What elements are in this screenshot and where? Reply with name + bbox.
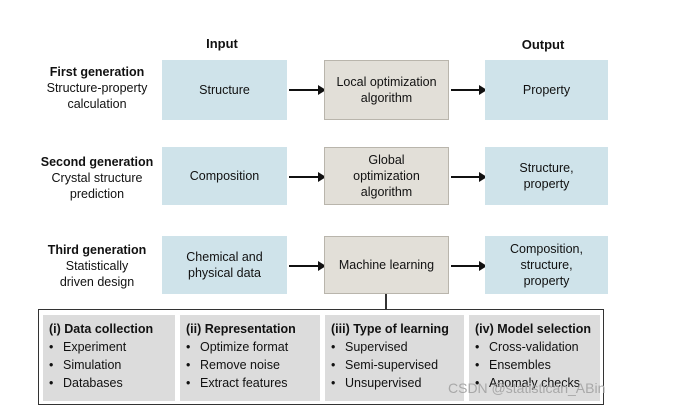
output-column-header: Output: [521, 37, 565, 52]
panel-item: Ensembles: [475, 356, 594, 374]
method-text-line: Local optimization: [336, 75, 437, 89]
panel-item: Experiment: [49, 338, 169, 356]
input-box-second: Composition: [162, 147, 287, 205]
generation-title: First generation: [49, 65, 145, 79]
panel-title: (iii) Type of learning: [331, 322, 449, 336]
panel-item: Anomaly checks: [475, 374, 594, 392]
panel-model-selection: (iv) Model selection Cross-validation En…: [469, 315, 600, 401]
panel-type-of-learning: (iii) Type of learning Supervised Semi-s…: [325, 315, 464, 401]
input-box-third: Chemical and physical data: [162, 236, 287, 294]
output-text: Property: [522, 83, 571, 97]
input-text-line: physical data: [188, 266, 261, 280]
generation-title: Third generation: [47, 243, 147, 257]
connector-line: [385, 294, 387, 310]
panel-item: Semi-supervised: [331, 356, 458, 374]
method-box-second: Global optimization algorithm: [324, 147, 449, 205]
watermark: CSDN @statistican_ABin: [448, 380, 606, 396]
generation-label-first: First generation Structure-property calc…: [22, 64, 172, 112]
output-box-second: Structure, property: [485, 147, 608, 205]
generation-subtitle-line: calculation: [67, 97, 127, 111]
generation-subtitle-line: prediction: [69, 187, 125, 201]
generation-subtitle-line: Crystal structure: [51, 171, 143, 185]
method-text-line: algorithm: [360, 185, 413, 199]
panel-item: Databases: [49, 374, 169, 392]
panel-item: Simulation: [49, 356, 169, 374]
output-text-line: Composition,: [510, 242, 583, 256]
panel-data-collection: (i) Data collection Experiment Simulatio…: [43, 315, 175, 401]
method-text-line: algorithm: [360, 91, 413, 105]
output-text-line: property: [523, 274, 570, 288]
generation-subtitle-line: Structure-property: [46, 81, 148, 95]
panel-item: Unsupervised: [331, 374, 458, 392]
panel-representation: (ii) Representation Optimize format Remo…: [180, 315, 320, 401]
panel-item: Remove noise: [186, 356, 314, 374]
panel-title: (ii) Representation: [186, 322, 296, 336]
arrow-input-to-method: [289, 85, 326, 95]
output-text-line: structure,: [520, 258, 573, 272]
arrow-method-to-output: [451, 172, 487, 182]
input-text-line: Chemical and: [186, 250, 263, 264]
input-column-header: Input: [206, 36, 238, 51]
method-text-line: optimization: [353, 169, 420, 183]
arrow-method-to-output: [451, 261, 487, 271]
generation-subtitle-line: Statistically: [65, 259, 129, 273]
arrow-input-to-method: [289, 172, 326, 182]
arrow-input-to-method: [289, 261, 326, 271]
panel-item: Cross-validation: [475, 338, 594, 356]
arrow-method-to-output: [451, 85, 487, 95]
panel-item: Optimize format: [186, 338, 314, 356]
output-text-line: property: [523, 177, 570, 191]
panel-title: (i) Data collection: [49, 322, 154, 336]
input-text: Composition: [189, 169, 260, 183]
input-box-first: Structure: [162, 60, 287, 120]
output-box-third: Composition, structure, property: [485, 236, 608, 294]
output-text-line: Structure,: [519, 161, 574, 175]
generation-label-third: Third generation Statistically driven de…: [22, 242, 172, 290]
method-box-first: Local optimization algorithm: [324, 60, 449, 120]
input-text: Structure: [199, 83, 250, 97]
generation-label-second: Second generation Crystal structure pred…: [22, 154, 172, 202]
method-box-third: Machine learning: [324, 236, 449, 294]
generation-title: Second generation: [40, 155, 154, 169]
panel-item: Extract features: [186, 374, 314, 392]
generation-subtitle-line: driven design: [59, 275, 135, 289]
panel-item: Supervised: [331, 338, 458, 356]
method-text: Machine learning: [338, 258, 435, 272]
panel-title: (iv) Model selection: [475, 322, 591, 336]
output-box-first: Property: [485, 60, 608, 120]
method-text-line: Global: [368, 153, 405, 167]
